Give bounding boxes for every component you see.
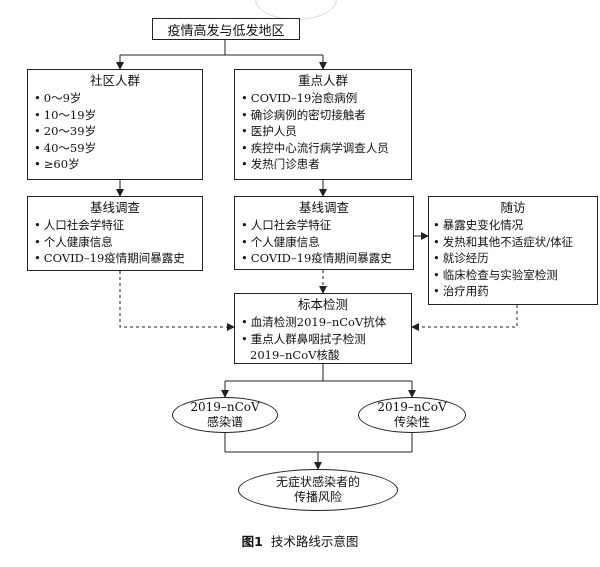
region-label: 疫情高发与低发地区: [167, 23, 285, 39]
list-item: 血清检测2019–nCoV抗体: [241, 314, 411, 331]
list-item: 个人健康信息: [241, 234, 413, 251]
baseline-left-box: 基线调查 人口社会学特征 个人健康信息 COVID–19疫情期间暴露史: [27, 196, 203, 271]
list-item: ≥60岁: [34, 156, 202, 173]
list-item: 个人健康信息: [34, 234, 202, 251]
specimen-title: 标本检测: [297, 297, 348, 312]
baseline-left-title: 基线调查: [89, 200, 140, 215]
key-group-box: 重点人群 COVID–19治愈病例 确诊病例的密切接触者 医护人员 疾控中心流行…: [234, 69, 412, 180]
list-item: 10～19岁: [34, 107, 202, 124]
list-item: 就诊经历: [433, 250, 597, 267]
list-item: 发热门诊患者: [241, 156, 411, 173]
connector-left-specimen: [119, 271, 235, 331]
community-group-box: 社区人群 0～9岁 10～19岁 20～39岁 40～59岁 ≥60岁: [27, 69, 203, 180]
region-box: 疫情高发与低发地区: [152, 18, 300, 40]
list-item-continuation: 2019–nCoV核酸: [250, 348, 340, 362]
community-age-list: 0～9岁 10～19岁 20～39岁 40～59岁 ≥60岁: [28, 90, 202, 173]
infection-spectrum-ellipse: 2019–nCoV 感染谱: [172, 397, 278, 433]
list-item: 人口社会学特征: [34, 217, 202, 234]
list-item: 重点人群鼻咽拭子检测: [241, 331, 411, 348]
transmissibility-line2: 传染性: [393, 415, 430, 429]
specimen-box: 标本检测 血清检测2019–nCoV抗体 重点人群鼻咽拭子检测 2019–nCo…: [234, 293, 412, 364]
transmission-risk-line1: 无症状感染者的: [275, 475, 360, 489]
list-item: COVID–19治愈病例: [241, 90, 411, 107]
list-item: 发热和其他不适症状/体征: [433, 234, 597, 251]
figure-number: 图1: [241, 534, 263, 549]
baseline-right-list: 人口社会学特征 个人健康信息 COVID–19疫情期间暴露史: [235, 217, 413, 267]
followup-list: 暴露史变化情况 发热和其他不适症状/体征 就诊经历 临床检查与实验室检测 治疗用…: [429, 217, 597, 300]
list-item: 人口社会学特征: [241, 217, 413, 234]
list-item: 临床检查与实验室检测: [433, 267, 597, 284]
connector-followup-specimen: [411, 305, 518, 331]
list-item: 0～9岁: [34, 90, 202, 107]
figure-caption-text: 技术路线示意图: [270, 534, 359, 549]
specimen-list: 血清检测2019–nCoV抗体 重点人群鼻咽拭子检测 2019–nCoV核酸: [235, 314, 411, 364]
key-group-list: COVID–19治愈病例 确诊病例的密切接触者 医护人员 疾控中心流行病学调查人…: [235, 90, 411, 173]
list-item: COVID–19疫情期间暴露史: [241, 250, 413, 267]
list-item: 暴露史变化情况: [433, 217, 597, 234]
baseline-right-title: 基线调查: [298, 200, 349, 215]
figure-caption: 图1 技术路线示意图: [0, 531, 600, 550]
list-item: 医护人员: [241, 123, 411, 140]
list-item: 治疗用药: [433, 283, 597, 300]
list-item: 疾控中心流行病学调查人员: [241, 140, 411, 157]
infection-spectrum-line2: 感染谱: [206, 415, 243, 429]
list-item: 40～59岁: [34, 140, 202, 157]
community-group-title: 社区人群: [89, 73, 140, 88]
key-group-title: 重点人群: [297, 73, 348, 88]
followup-title: 随访: [500, 200, 526, 215]
baseline-right-box: 基线调查 人口社会学特征 个人健康信息 COVID–19疫情期间暴露史: [234, 196, 414, 270]
transmissibility-line1: 2019–nCoV: [377, 400, 447, 414]
list-item: COVID–19疫情期间暴露史: [34, 250, 202, 267]
list-item: 20～39岁: [34, 123, 202, 140]
list-item: 确诊病例的密切接触者: [241, 107, 411, 124]
transmission-risk-ellipse: 无症状感染者的 传播风险: [238, 469, 398, 511]
baseline-left-list: 人口社会学特征 个人健康信息 COVID–19疫情期间暴露史: [28, 217, 202, 267]
transmissibility-ellipse: 2019–nCoV 传染性: [358, 397, 466, 433]
infection-spectrum-line1: 2019–nCoV: [190, 400, 260, 414]
followup-box: 随访 暴露史变化情况 发热和其他不适症状/体征 就诊经历 临床检查与实验室检测 …: [428, 196, 598, 305]
transmission-risk-line2: 传播风险: [293, 490, 342, 504]
